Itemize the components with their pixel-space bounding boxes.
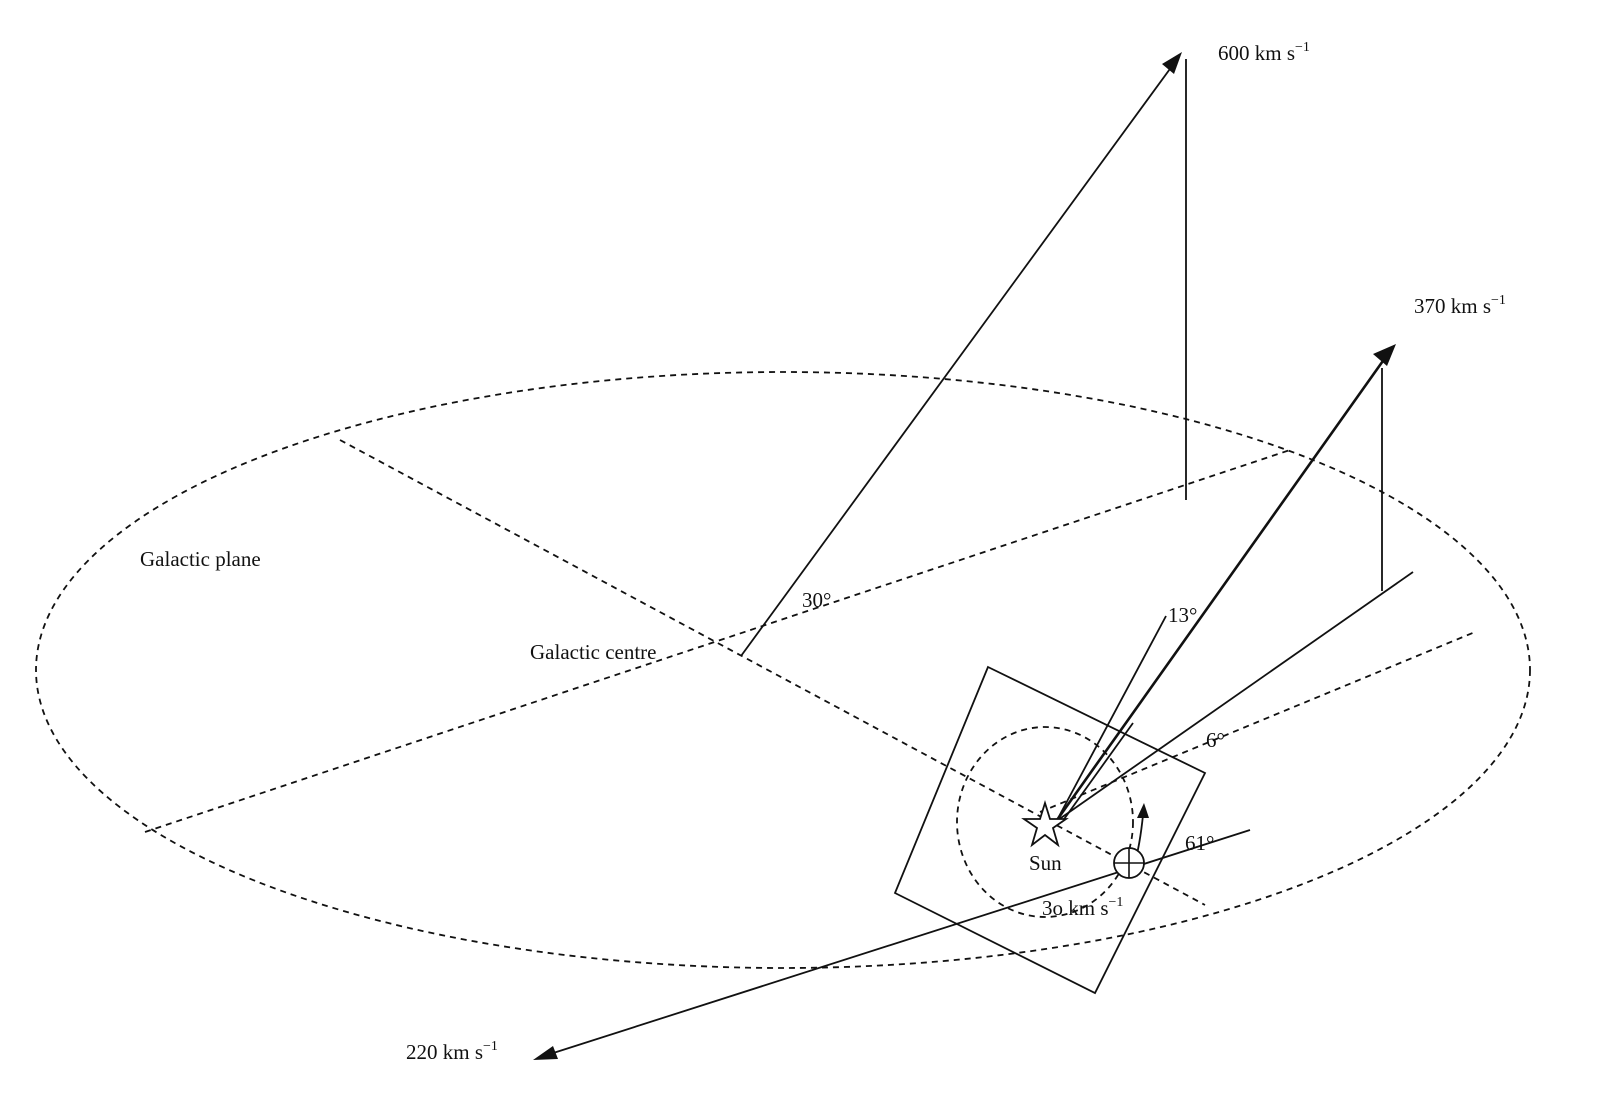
galactic-plane-ellipse: [35, 371, 1531, 969]
label-velocity-30: 3o km s−1: [1042, 895, 1123, 920]
sun-star-icon: [1021, 799, 1069, 848]
earth-icon: [1113, 847, 1145, 879]
label-angle-61: 61°: [1185, 831, 1214, 855]
plane-axis-1: [339, 439, 1206, 906]
earth-velocity-arrowhead: [1137, 803, 1149, 818]
label-galactic-centre: Galactic centre: [530, 640, 657, 664]
plane-axis-2: [144, 449, 1291, 833]
sun-to-projection-line: [1057, 571, 1414, 821]
local-plane-square: [893, 665, 1207, 995]
vector-600-arrowhead: [1162, 52, 1182, 74]
label-velocity-220: 220 km s−1: [406, 1039, 498, 1064]
angle13-line-a: [1055, 615, 1167, 823]
vector-600: [740, 61, 1176, 657]
label-velocity-370: 370 km s−1: [1414, 293, 1506, 318]
label-galactic-plane: Galactic plane: [140, 547, 261, 571]
sun-parallel-axis: [1039, 631, 1476, 813]
earth-orbit-circle: [956, 726, 1134, 918]
vector-370-arrowhead: [1373, 344, 1396, 366]
label-sun: Sun: [1029, 851, 1062, 875]
label-angle-30: 30°: [802, 588, 831, 612]
vector-220-arrowhead: [533, 1046, 558, 1060]
vector-370: [1055, 357, 1387, 821]
label-velocity-600: 600 km s−1: [1218, 40, 1310, 65]
label-angle-6: 6°: [1206, 728, 1225, 752]
angle13-line-b: [1061, 722, 1134, 823]
label-angle-13: 13°: [1168, 603, 1197, 627]
